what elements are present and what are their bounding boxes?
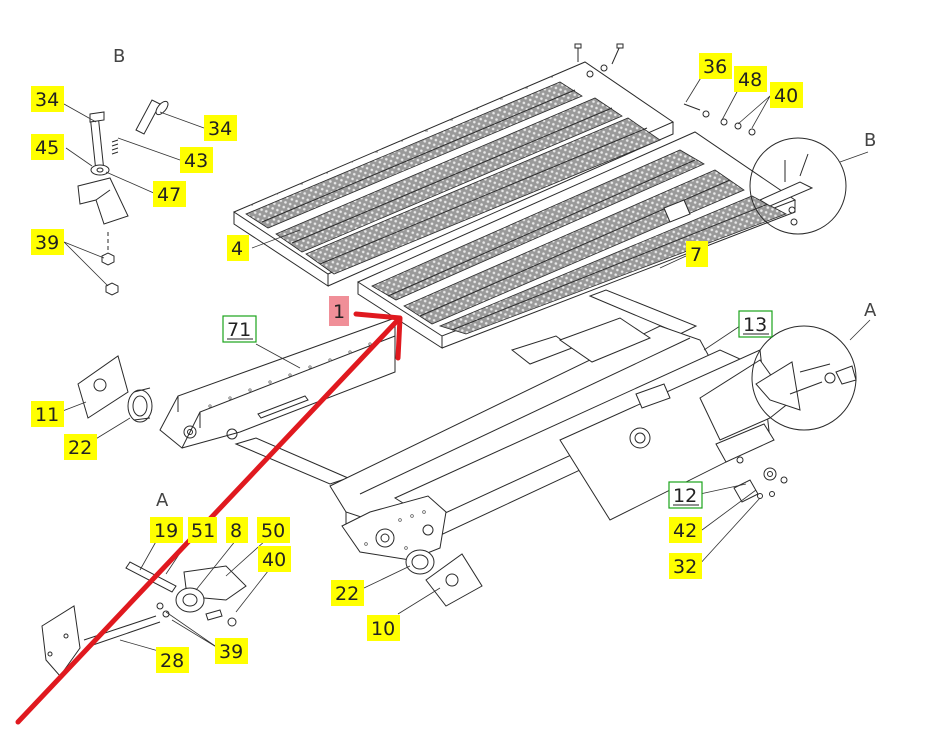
svg-text:4: 4 (231, 238, 243, 260)
callout-11: 11 (31, 401, 64, 427)
callout-19: 19 (150, 517, 183, 543)
svg-text:71: 71 (227, 319, 251, 341)
svg-text:48: 48 (738, 69, 762, 91)
callout-labels: 34 45 39 34 43 47 4 1 71 (31, 53, 803, 673)
svg-text:43: 43 (184, 150, 208, 172)
callout-13: 13 (738, 310, 773, 338)
callout-48: 48 (734, 66, 767, 92)
svg-text:13: 13 (743, 314, 767, 336)
detail-a-bottom-left (41, 561, 247, 677)
section-markers: B B A A (113, 46, 877, 511)
left-plate-bearing (77, 355, 153, 423)
main-frame (159, 289, 791, 561)
callout-42: 42 (669, 517, 702, 543)
callout-34-left: 34 (31, 86, 64, 112)
callout-8: 8 (226, 517, 248, 543)
callout-39-top: 39 (31, 229, 64, 255)
callout-47: 47 (153, 181, 186, 207)
svg-text:22: 22 (335, 583, 359, 605)
svg-text:10: 10 (371, 618, 395, 640)
callout-71: 71 (222, 315, 257, 343)
callout-22-right: 22 (331, 580, 364, 606)
svg-text:19: 19 (154, 520, 178, 542)
sieve-panel-back (232, 61, 675, 287)
callout-7: 7 (686, 241, 708, 267)
leader-lines (59, 75, 771, 653)
section-marker-a-right: A (864, 300, 877, 321)
detail-view-a (751, 319, 871, 431)
callout-32: 32 (669, 553, 702, 579)
callout-45: 45 (31, 134, 64, 160)
sieve-panel-front (356, 131, 797, 349)
callout-22-left: 22 (64, 434, 97, 460)
svg-text:36: 36 (703, 56, 727, 78)
svg-text:28: 28 (160, 650, 184, 672)
svg-text:34: 34 (35, 89, 59, 111)
svg-text:39: 39 (35, 232, 59, 254)
callout-10: 10 (367, 615, 400, 641)
svg-text:1: 1 (333, 301, 345, 323)
bolt-assembly-left-b (77, 99, 169, 296)
callout-4: 4 (227, 235, 249, 261)
svg-text:39: 39 (219, 641, 243, 663)
callout-40-top: 40 (770, 82, 803, 108)
svg-text:40: 40 (774, 85, 798, 107)
section-marker-b-top: B (113, 46, 125, 67)
svg-text:45: 45 (35, 137, 59, 159)
callout-1: 1 (329, 296, 349, 326)
detail-view-b (749, 137, 869, 235)
svg-text:47: 47 (157, 184, 181, 206)
callout-34-right: 34 (204, 115, 237, 141)
svg-text:32: 32 (673, 556, 697, 578)
callout-12: 12 (668, 481, 703, 509)
callout-39-bottom: 39 (215, 638, 248, 664)
callout-43: 43 (180, 147, 213, 173)
svg-text:11: 11 (35, 404, 59, 426)
callout-51: 51 (188, 517, 217, 543)
svg-text:42: 42 (673, 520, 697, 542)
svg-text:50: 50 (261, 520, 285, 542)
svg-text:12: 12 (673, 485, 697, 507)
svg-text:22: 22 (68, 437, 92, 459)
callout-50: 50 (257, 517, 290, 543)
section-marker-a-bottom: A (156, 490, 169, 511)
svg-text:7: 7 (690, 244, 702, 266)
svg-text:8: 8 (230, 520, 242, 542)
callout-36: 36 (699, 53, 732, 79)
callout-40-bottom: 40 (258, 546, 291, 572)
hardware-top-right (574, 43, 756, 136)
svg-text:34: 34 (208, 118, 232, 140)
section-marker-b-right: B (864, 130, 876, 151)
svg-text:40: 40 (262, 549, 286, 571)
right-plate-bearing (405, 549, 483, 607)
svg-text:51: 51 (191, 520, 215, 542)
callout-28: 28 (156, 647, 189, 673)
